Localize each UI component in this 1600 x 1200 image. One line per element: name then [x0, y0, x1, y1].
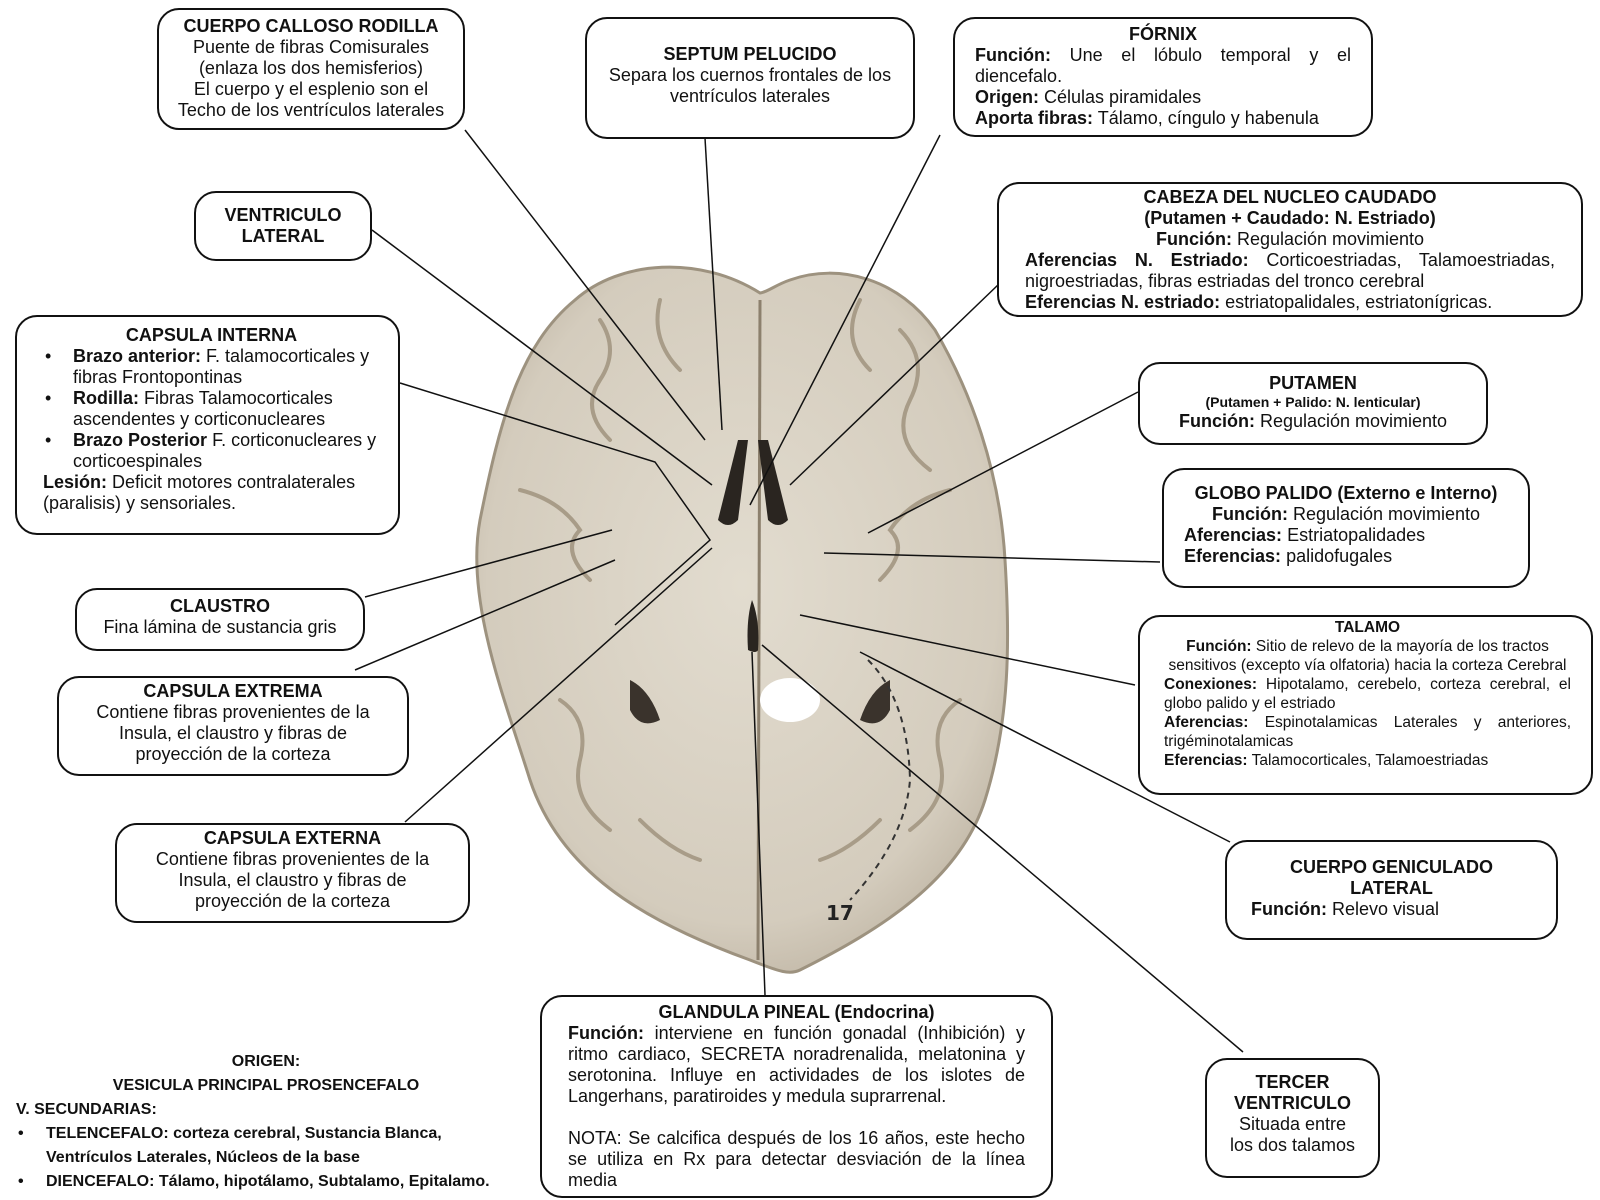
caudate-aferencias: Aferencias N. Estriado: Corticoestriadas… [1025, 250, 1555, 291]
third-ventricle-line: los dos talamos [1229, 1135, 1356, 1155]
internal-capsule-title: CAPSULA INTERNA [125, 325, 298, 345]
brain-outline [475, 265, 1010, 974]
globus-pallidus-title: GLOBO PALIDO (Externo e Interno) [1194, 483, 1498, 503]
external-capsule-line: Contiene fibras provenientes de la [155, 849, 430, 869]
corpus-callosum-title: CUERPO CALLOSO RODILLA [183, 16, 439, 36]
posterior-horn-right [860, 680, 890, 724]
third-ventricle-line: VENTRICULO [1234, 1093, 1351, 1113]
external-capsule-title: CAPSULA EXTERNA [203, 828, 382, 848]
caudate-subtitle: (Putamen + Caudado: N. Estriado) [1144, 208, 1436, 228]
pineal-gland-box: GLANDULA PINEAL (Endocrina) Función: int… [540, 995, 1053, 1198]
globus-pallidus-box: GLOBO PALIDO (Externo e Interno) Función… [1162, 468, 1530, 588]
corpus-callosum-line: (enlaza los dos hemisferios) [198, 58, 424, 78]
corpus-callosum-line: El cuerpo y el esplenio son el [193, 79, 429, 99]
putamen-funcion: Función: Regulación movimiento [1178, 411, 1448, 431]
origin-note: ORIGEN: VESICULA PRINCIPAL PROSENCEFALO … [16, 1050, 516, 1194]
thalamus-box: TALAMO Función: Sitio de relevo de la ma… [1138, 615, 1593, 795]
extreme-capsule-box: CAPSULA EXTREMA Contiene fibras provenie… [57, 676, 409, 776]
globus-pallidus-aferencias: Aferencias: Estriatopalidades [1184, 525, 1426, 545]
internal-capsule-item: Brazo anterior: F. talamocorticales y fi… [43, 346, 380, 388]
posterior-horn-left [630, 680, 660, 724]
origin-item: TELENCEFALO: corteza cerebral, Sustancia… [16, 1122, 516, 1170]
septum-box: SEPTUM PELUCIDO Separa los cuernos front… [585, 17, 915, 139]
extreme-capsule-line: proyección de la corteza [135, 744, 331, 764]
thalamus-eferencias: Eferencias: Talamocorticales, Talamoestr… [1164, 752, 1489, 769]
corpus-callosum-line: Puente de fibras Comisurales [192, 37, 430, 57]
third-ventricle-box: TERCER VENTRICULO Situada entre los dos … [1205, 1058, 1380, 1178]
claustrum-text: Fina lámina de sustancia gris [103, 617, 337, 637]
origin-item: DIENCEFALO: Tálamo, hipotálamo, Subtalam… [16, 1170, 516, 1194]
internal-capsule-list: Brazo anterior: F. talamocorticales y fi… [43, 346, 380, 472]
thalamus-funcion: Función: Sitio de relevo de la mayoría d… [1168, 638, 1567, 674]
internal-capsule-item: Rodilla: Fibras Talamocorticales ascende… [43, 388, 380, 430]
caudate-nucleus-box: CABEZA DEL NUCLEO CAUDADO (Putamen + Cau… [997, 182, 1583, 317]
third-ventricle-line: Situada entre [1238, 1114, 1347, 1134]
pineal-title: GLANDULA PINEAL (Endocrina) [658, 1002, 935, 1022]
lateral-ventricle-right [758, 440, 788, 525]
geniculate-line: LATERAL [1350, 878, 1433, 898]
origin-secondary-label: V. SECUNDARIAS: [16, 1101, 157, 1118]
corpus-callosum-line: Techo de los ventrículos laterales [177, 100, 445, 120]
origin-list: TELENCEFALO: corteza cerebral, Sustancia… [16, 1122, 516, 1194]
origin-subtitle: VESICULA PRINCIPAL PROSENCEFALO [112, 1077, 420, 1094]
lateral-ventricle-box: VENTRICULO LATERAL [194, 191, 372, 261]
pineal-nota: NOTA: Se calcifica después de los 16 año… [568, 1128, 1025, 1190]
lateral-geniculate-box: CUERPO GENICULADO LATERAL Función: Relev… [1225, 840, 1558, 940]
internal-capsule-box: CAPSULA INTERNA Brazo anterior: F. talam… [15, 315, 400, 535]
septum-title: SEPTUM PELUCIDO [663, 44, 837, 64]
internal-capsule-lesion: Lesión: Deficit motores contralaterales … [43, 472, 356, 513]
putamen-box: PUTAMEN (Putamen + Palido: N. lenticular… [1138, 362, 1488, 445]
fornix-box: FÓRNIX Función: Une el lóbulo temporal y… [953, 17, 1373, 137]
putamen-subtitle: (Putamen + Palido: N. lenticular) [1205, 394, 1421, 410]
corpus-callosum-box: CUERPO CALLOSO RODILLA Puente de fibras … [157, 8, 465, 130]
third-ventricle-line: TERCER [1255, 1072, 1330, 1092]
extreme-capsule-line: Contiene fibras provenientes de la [96, 702, 370, 722]
lateral-ventricle-line: VENTRICULO [224, 205, 342, 225]
thalamus-conexiones: Conexiones: Hipotalamo, cerebelo, cortez… [1164, 676, 1571, 712]
septum-text: Separa los cuernos frontales de los vent… [608, 65, 892, 106]
claustrum-title: CLAUSTRO [170, 596, 270, 616]
globus-pallidus-eferencias: Eferencias: palidofugales [1184, 546, 1393, 566]
caudate-title: CABEZA DEL NUCLEO CAUDADO [1143, 187, 1437, 207]
globus-pallidus-funcion: Función: Regulación movimiento [1211, 504, 1481, 524]
lateral-ventricle-line: LATERAL [241, 226, 325, 246]
extreme-capsule-line: Insula, el claustro y fibras de [118, 723, 348, 743]
caudate-eferencias: Eferencias N. estriado: estriatopalidale… [1025, 292, 1493, 312]
external-capsule-box: CAPSULA EXTERNA Contiene fibras provenie… [115, 823, 470, 923]
third-ventricle [747, 600, 759, 652]
pineal-funcion: Función: interviene en función gonadal (… [568, 1023, 1025, 1106]
external-capsule-line: Insula, el claustro y fibras de [178, 870, 407, 890]
fornix-aporta: Aporta fibras: Tálamo, cíngulo y habenul… [975, 108, 1319, 128]
thalamus-aferencias: Aferencias: Espinotalamicas Laterales y … [1164, 714, 1571, 750]
fornix-origen: Origen: Células piramidales [975, 87, 1202, 107]
fornix-title: FÓRNIX [1128, 24, 1197, 44]
thalamus-title: TALAMO [1334, 619, 1401, 636]
internal-capsule-item: Brazo Posterior F. corticonucleares y co… [43, 430, 380, 472]
caudate-funcion: Función: Regulación movimiento [1155, 229, 1425, 249]
putamen-title: PUTAMEN [1269, 373, 1357, 393]
lateral-ventricle-left [718, 440, 748, 525]
fornix-funcion: Función: Une el lóbulo temporal y el die… [975, 45, 1351, 86]
geniculate-funcion: Función: Relevo visual [1251, 899, 1440, 919]
geniculate-line: CUERPO GENICULADO [1289, 857, 1493, 877]
origin-title: ORIGEN: [231, 1053, 301, 1070]
claustrum-box: CLAUSTRO Fina lámina de sustancia gris [75, 588, 365, 651]
page-number: 17 [826, 901, 854, 925]
external-capsule-line: proyección de la corteza [194, 891, 391, 911]
extreme-capsule-title: CAPSULA EXTREMA [143, 681, 323, 701]
